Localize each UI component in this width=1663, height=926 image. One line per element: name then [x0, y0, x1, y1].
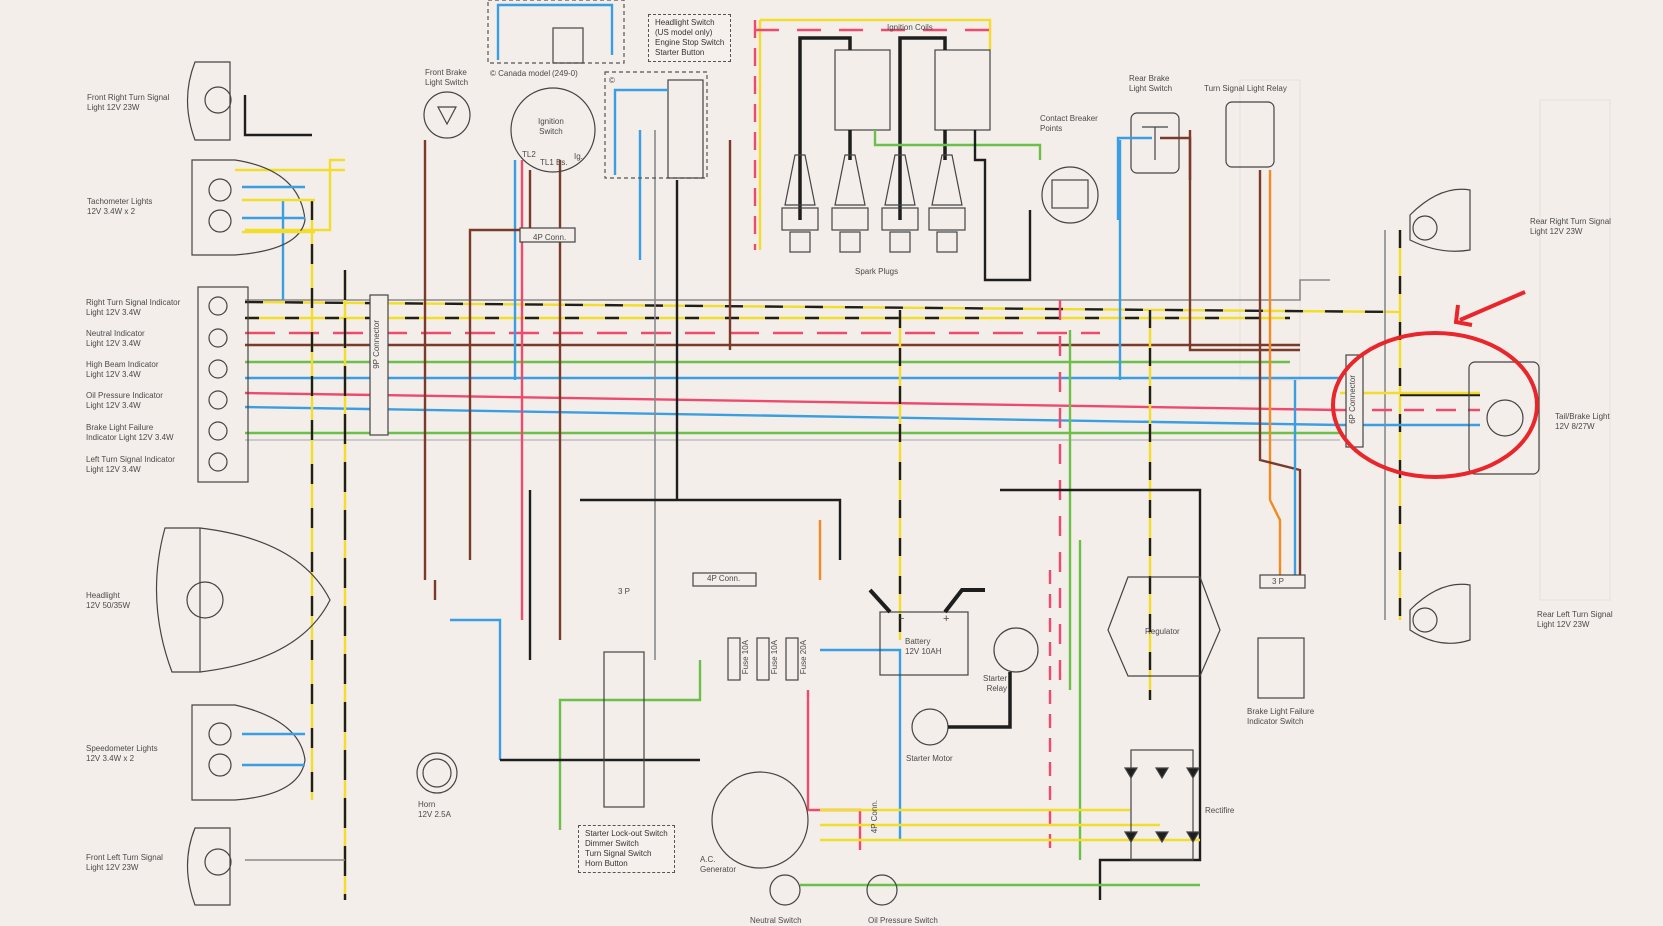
- right-trunk: [1340, 230, 1480, 620]
- label-4p-conn-fuse: 4P Conn.: [707, 574, 741, 583]
- label-rear-right-turn-signal: Rear Right Turn Signal Light 12V 23W: [1530, 217, 1611, 236]
- left-trunks: [235, 140, 437, 900]
- label-battery: Battery 12V 10AH: [905, 637, 942, 656]
- lockout-switch-box-label: Starter Lock-out Switch Dimmer Switch Tu…: [578, 825, 675, 873]
- label-neutral-switch: Neutral Switch: [750, 916, 802, 925]
- oil-pressure-switch: [866, 874, 898, 906]
- label-oil-pressure-indicator: Oil Pressure Indicator Light 12V 3.4W: [86, 391, 163, 410]
- horn: [416, 752, 458, 794]
- label-starter-relay: Starter Relay: [983, 674, 1008, 693]
- label-ign-ig: Ig.: [574, 152, 583, 161]
- lockout-switch: [603, 651, 645, 808]
- ignition-coils: [798, 36, 1042, 282]
- wire-blue: [244, 405, 1341, 427]
- label-fuse-2: Fuse 10A: [770, 640, 779, 675]
- speedometer-lights: [191, 704, 306, 801]
- label-canada-model: © Canada model: [490, 69, 551, 78]
- label-speedometer-lights: Speedometer Lights 12V 3.4W x 2: [86, 744, 158, 763]
- label-ign-tl2: TL2: [522, 150, 536, 159]
- wire-black-dash: [244, 300, 1401, 314]
- label-9p-connector: 9P Connector: [372, 320, 381, 369]
- ignition-switch: [510, 87, 596, 243]
- label-brake-failure-switch: Brake Light Failure Indicator Switch: [1247, 707, 1315, 726]
- label-rear-brake-switch: Rear Brake Light Switch: [1129, 74, 1173, 93]
- canada-switch-box: [487, 0, 625, 64]
- label-rear-left-turn-signal: Rear Left Turn Signal Light 12V 23W: [1537, 610, 1613, 629]
- label-3p-left: 3 P: [618, 587, 631, 596]
- label-tail-brake-light: Tail/Brake Light 12V 8/27W: [1555, 412, 1610, 431]
- label-oil-pressure-switch: Oil Pressure Switch: [868, 916, 938, 925]
- label-ac-generator: A.C. Generator: [700, 855, 737, 874]
- label-fuse-1: Fuse 10A: [741, 640, 750, 675]
- label-regulator: Regulator: [1145, 627, 1180, 636]
- label-3p-right: 3 P: [1272, 577, 1285, 586]
- tail-brake-light: [1468, 361, 1540, 475]
- label-canada-mark: ©: [609, 76, 615, 85]
- rectifier: [1123, 749, 1201, 861]
- front-right-turn-signal: [186, 61, 312, 141]
- highlight-arrowhead: [1453, 304, 1473, 327]
- front-brake-switch: [423, 91, 471, 139]
- rear-right-turn-signal: [1409, 188, 1471, 252]
- label-rectifier: Rectifire: [1205, 806, 1235, 815]
- wire-grey: [245, 279, 1330, 301]
- label-front-brake-switch: Front Brake Light Switch: [425, 68, 469, 87]
- main-harness: [244, 279, 1401, 441]
- indicator-cluster: [197, 286, 249, 483]
- label-neutral-indicator: Neutral Indicator Light 12V 3.4W: [86, 329, 145, 348]
- label-turn-signal-relay: Turn Signal Light Relay: [1204, 84, 1287, 93]
- label-battery-minus: −: [898, 613, 905, 625]
- label-spark-plugs: Spark Plugs: [855, 267, 899, 276]
- headlight-switch-box-label: Headlight Switch (US model only) Engine …: [648, 14, 732, 62]
- battery: [868, 588, 985, 676]
- highlight-circle: [1331, 331, 1539, 479]
- label-ignition-switch: Ignition Switch: [538, 117, 564, 136]
- label-front-left-turn-signal: Front Left Turn Signal Light 12V 23W: [86, 853, 163, 872]
- wire-red: [244, 391, 1341, 412]
- front-left-turn-signal: [186, 827, 345, 906]
- rear-brake-switch: [1116, 112, 1192, 220]
- rear-left-turn-signal: [1409, 583, 1471, 644]
- label-horn: Horn 12V 2.5A: [418, 800, 451, 819]
- label-contact-breaker: Contact Breaker Points: [1040, 114, 1098, 133]
- label-ign-bs: Bs.: [556, 158, 568, 167]
- mid-wires: [450, 18, 1302, 900]
- spark-plugs: [781, 154, 966, 253]
- label-ign-tl1: TL1: [540, 158, 554, 167]
- label-ignition-coils: Ignition Coils: [887, 23, 933, 32]
- neutral-switch: [769, 874, 801, 906]
- label-tachometer-lights: Tachometer Lights 12V 3.4W x 2: [87, 197, 153, 216]
- contact-breaker: [1041, 166, 1099, 224]
- regulator: [1107, 576, 1221, 677]
- label-6p-connector: 6P Connector: [1348, 375, 1357, 424]
- label-starter-motor: Starter Motor: [906, 754, 953, 763]
- label-fuse-3: Fuse 20A: [799, 640, 808, 675]
- turn-signal-relay: [1225, 101, 1275, 168]
- label-brake-failure-indicator: Brake Light Failure Indicator Light 12V …: [86, 423, 174, 442]
- headlight: [155, 527, 331, 673]
- starter-motor: [911, 672, 1012, 746]
- label-canada-code: (249-0): [552, 69, 578, 78]
- nine-p-connector: [369, 294, 389, 436]
- brake-failure-switch: [1257, 574, 1306, 699]
- highlight-annotation: [1331, 290, 1539, 479]
- headlight-switch-assembly: [604, 71, 708, 179]
- label-4p-conn-ignition: 4P Conn.: [533, 233, 567, 242]
- tachometer-lights: [191, 159, 315, 256]
- label-right-turn-indicator: Right Turn Signal Indicator Light 12V 3.…: [86, 298, 181, 317]
- label-high-beam-indicator: High Beam Indicator Light 12V 3.4W: [86, 360, 159, 379]
- starter-relay: [993, 627, 1039, 673]
- label-left-turn-indicator: Left Turn Signal Indicator Light 12V 3.4…: [86, 455, 175, 474]
- label-front-right-turn-signal: Front Right Turn Signal Light 12V 23W: [87, 93, 170, 112]
- ac-generator: [711, 771, 809, 869]
- label-battery-plus: +: [943, 613, 950, 625]
- label-4p-conn-generator: 4P Conn.: [870, 800, 879, 834]
- highlight-arrow: [1459, 290, 1526, 322]
- label-headlight: Headlight 12V 50/35W: [86, 591, 131, 610]
- fuse-block: [692, 572, 799, 681]
